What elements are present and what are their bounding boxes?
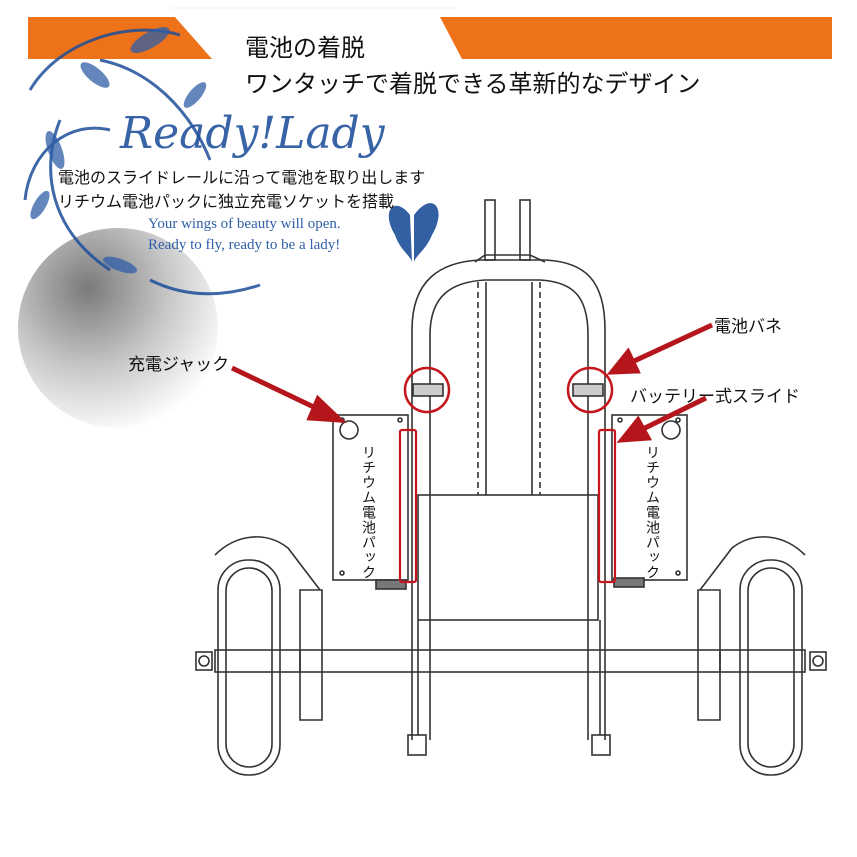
wheelchair-diagram [195, 199, 827, 776]
callout-arrows [230, 322, 714, 443]
battery-slide-rails [398, 428, 617, 584]
battery-pack-left-label: リチウム電池パック [360, 445, 376, 580]
callout-charging-jack: 充電ジャック [128, 355, 230, 375]
orange-bar-left [28, 17, 212, 59]
description-line-1: 電池のスライドレールに沿って電池を取り出します [58, 168, 426, 187]
floral-leaves [30, 27, 207, 274]
description-line-2: リチウム電池パックに独立充電ソケットを搭載 [58, 192, 395, 211]
battery-pack-right-label: リチウム電池パック [644, 445, 660, 580]
callout-battery-slide: バッテリー式スライド [630, 387, 800, 407]
butterfly-icon [388, 203, 439, 262]
page-subtitle: ワンタッチで着脱できる革新的なデザイン [245, 70, 701, 98]
orange-bar-right [440, 17, 832, 59]
brand-tagline-2: Ready to fly, ready to be a lady! [148, 237, 341, 253]
brand-logo: Ready!Lady [120, 108, 385, 159]
brand-tagline-1: Your wings of beauty will open. [148, 216, 341, 232]
page-title: 電池の着脱 [245, 34, 365, 62]
battery-spring-highlights [403, 366, 614, 414]
decorative-gray-circle [18, 228, 218, 428]
callout-battery-spring: 電池バネ [714, 317, 782, 337]
